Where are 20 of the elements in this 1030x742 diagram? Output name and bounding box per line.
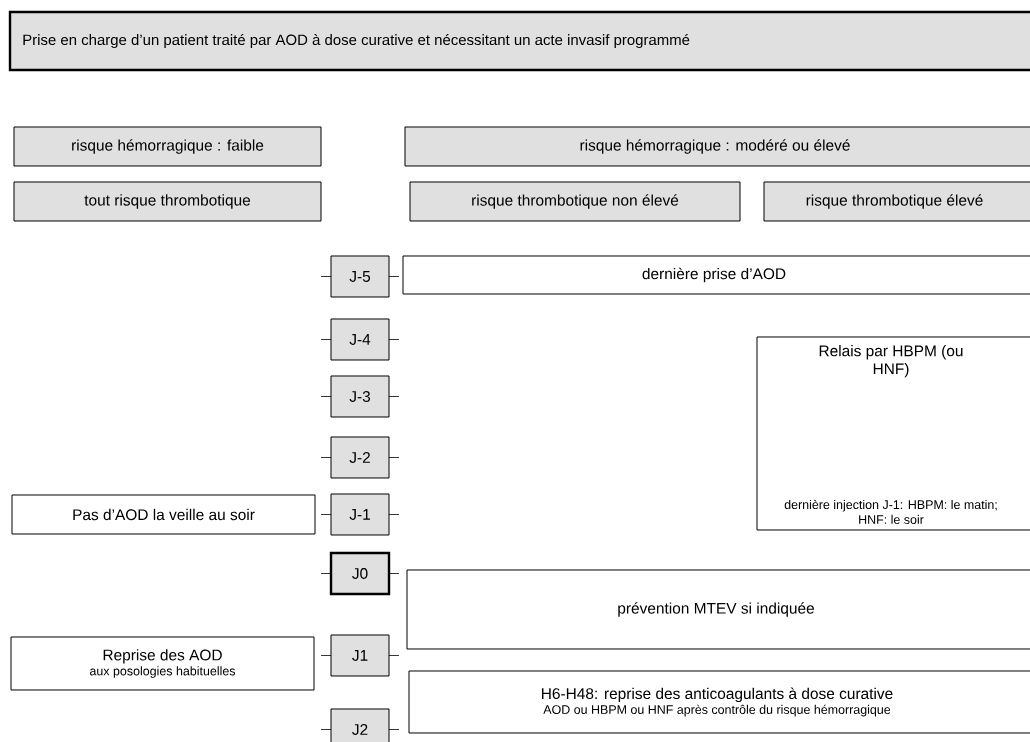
step-box: Pas d’AOD la veille au soir bbox=[11, 494, 316, 535]
title-box: Prise en charge d’un patient traité par AOD à dose curative et nécessitant un acte invasif programmé bbox=[8, 10, 1030, 72]
category-box: risque hémorragique : faible bbox=[13, 126, 322, 167]
step-box: H6-H48: reprise des anticoagulants à dose curative AOD ou HBPM ou HNF après contrôle du risque hémorragique bbox=[408, 670, 1030, 734]
day-box: J1 bbox=[330, 634, 390, 677]
day-box: J-3 bbox=[330, 375, 390, 418]
day-box: J-5 bbox=[330, 255, 390, 298]
step-box: dernière prise d’AOD bbox=[402, 255, 1030, 295]
step-box: Reprise des AOD aux posologies habituelles bbox=[10, 636, 315, 691]
day-box: J-1 bbox=[330, 493, 390, 536]
day-box: J-2 bbox=[330, 436, 390, 479]
step-box: prévention MTEV si indiquée bbox=[406, 569, 1030, 650]
category-box: risque thrombotique élevé bbox=[763, 181, 1030, 222]
day-box: J-4 bbox=[330, 318, 390, 361]
category-box: risque thrombotique non élevé bbox=[409, 181, 741, 222]
category-box: risque hémorragique : modéré ou élevé bbox=[404, 126, 1030, 167]
day-box: J0 bbox=[329, 551, 391, 596]
step-box: Relais par HBPM (ou HNF) dernière injection J-1: HBPM: le matin; HNF: le soir bbox=[756, 336, 1030, 531]
day-box: J2 bbox=[330, 708, 390, 742]
category-box: tout risque thrombotique bbox=[13, 181, 322, 222]
